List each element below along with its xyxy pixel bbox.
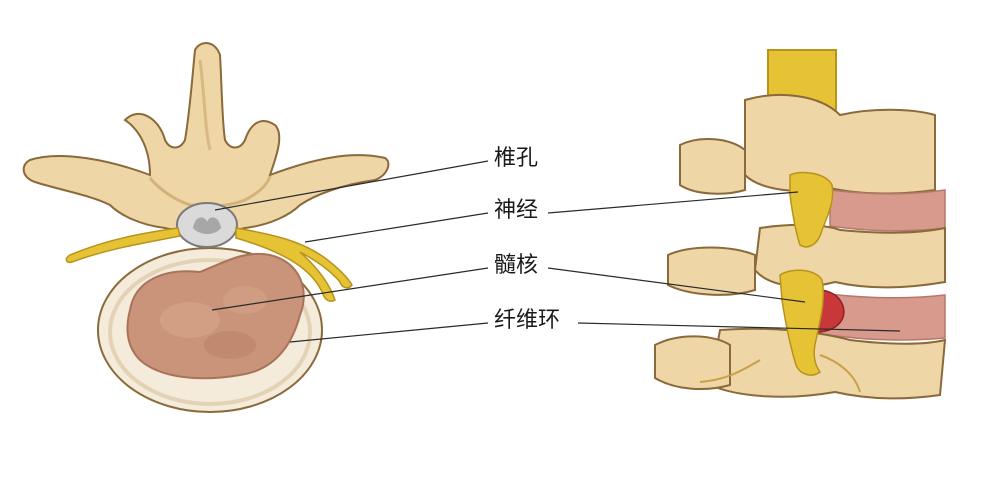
leader-nerve-right — [547, 191, 799, 214]
nerve-root-upper — [789, 171, 834, 248]
nerve-left — [65, 227, 181, 264]
label-nucleus-pulposus: 髓核 — [494, 253, 539, 278]
leader-annulus-left — [289, 322, 489, 343]
disc-upper — [829, 189, 946, 232]
leader-annulus-right — [577, 322, 901, 332]
label-annulus-fibrosus: 纤维环 — [494, 308, 561, 333]
leader-nucleus-left — [211, 267, 489, 311]
label-vertebral-foramen: 椎孔 — [494, 146, 539, 171]
leader-nucleus-right — [547, 267, 806, 303]
nerve-right — [235, 227, 353, 302]
axial-vertebra — [22, 42, 390, 413]
leader-foramen — [214, 160, 489, 211]
leader-nerve-left — [304, 212, 489, 243]
leader-lines — [211, 160, 901, 343]
lateral-spine — [654, 49, 947, 400]
label-nerve: 神经 — [494, 198, 539, 223]
nerve-root-lower — [779, 269, 825, 376]
vertebra-top — [744, 94, 936, 195]
